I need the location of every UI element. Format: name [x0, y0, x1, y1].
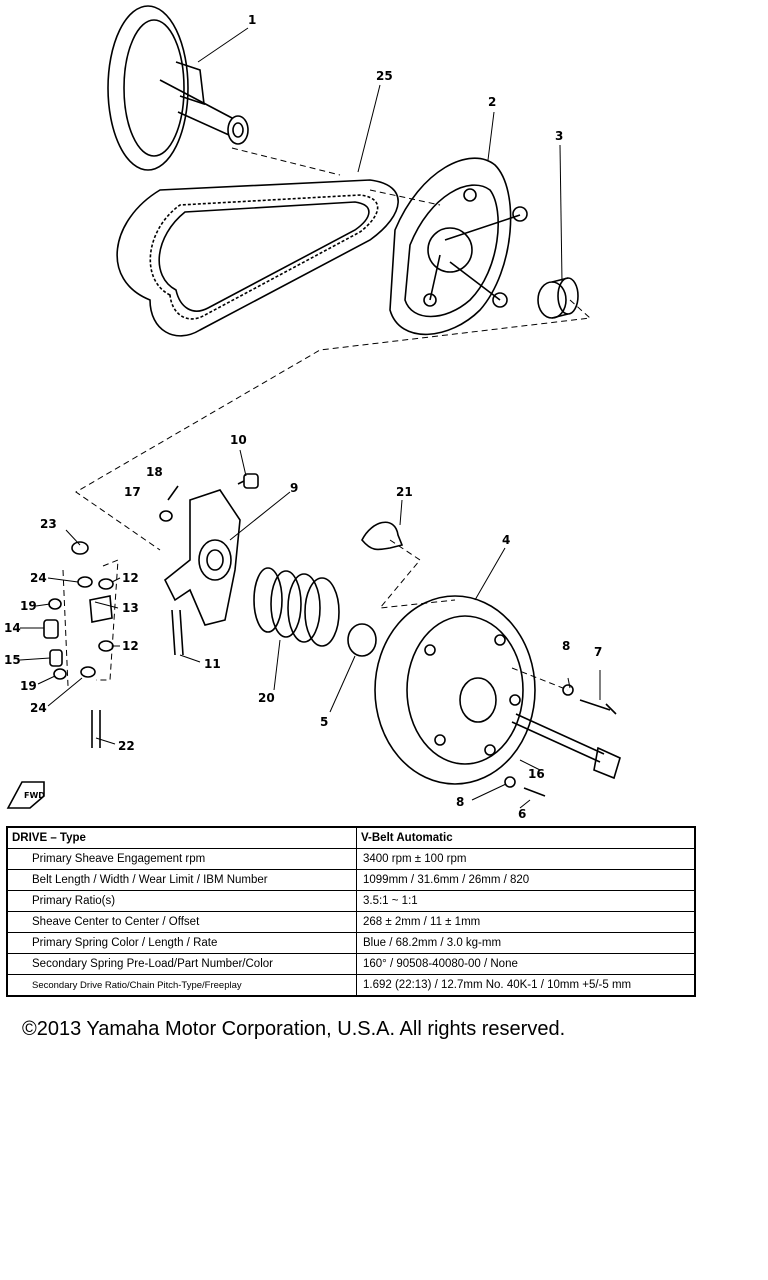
washer-8: [562, 684, 574, 696]
washer-8b: [504, 776, 516, 788]
spider-arm: [163, 489, 241, 626]
callout-1: 1: [248, 13, 256, 27]
callout-8b: 8: [456, 795, 464, 809]
callout-6: 6: [518, 807, 526, 820]
spec-label: Belt Length / Width / Wear Limit / IBM N…: [6, 869, 357, 891]
callout-22: 22: [118, 739, 135, 753]
callout-17: 17: [124, 485, 141, 499]
spec-label: DRIVE – Type: [6, 826, 357, 849]
table-row: Secondary Drive Ratio/Chain Pitch-Type/F…: [6, 974, 696, 997]
callout-3: 3: [555, 129, 563, 143]
table-row: Sheave Center to Center / Offset 268 ± 2…: [6, 911, 696, 933]
spec-label: Primary Ratio(s): [6, 890, 357, 912]
spec-value: 1099mm / 31.6mm / 26mm / 820: [356, 869, 696, 891]
callout-2: 2: [488, 95, 496, 109]
callout-5: 5: [320, 715, 328, 729]
fixed-sheave: [107, 5, 249, 171]
spec-value: 268 ± 2mm / 11 ± 1mm: [356, 911, 696, 933]
callout-12b: 12: [122, 639, 139, 653]
washer-17: [159, 510, 173, 522]
callout-11: 11: [204, 657, 221, 671]
spec-value: 160° / 90508-40080-00 / None: [356, 953, 696, 975]
callout-25: 25: [376, 69, 393, 83]
drive-belt: [116, 179, 399, 337]
movable-sheave: [374, 595, 536, 785]
cap-nut: [237, 473, 259, 489]
copyright-notice: ©2013 Yamaha Motor Corporation, U.S.A. A…: [22, 1018, 566, 1040]
bracket-21: [361, 521, 404, 551]
drive-specs-table: DRIVE – Type V-Belt Automatic Primary Sh…: [6, 826, 696, 997]
bolt-6: [523, 787, 546, 797]
center-bolt: [511, 713, 621, 780]
spec-label: Sheave Center to Center / Offset: [6, 911, 357, 933]
spec-value: 1.692 (22:13) / 12.7mm No. 40K-1 / 10mm …: [356, 974, 696, 997]
exploded-parts-diagram: FWD 1 25 2 3 10 18 9 17 21 23 4 12 24 19…: [4, 5, 621, 820]
bushing-5: [347, 623, 377, 657]
table-row: Primary Ratio(s) 3.5:1 ~ 1:1: [6, 890, 696, 912]
callout-18: 18: [146, 465, 163, 479]
callout-4: 4: [502, 533, 510, 547]
callout-19a: 19: [20, 599, 37, 613]
callout-20: 20: [258, 691, 275, 705]
table-row: Primary Sheave Engagement rpm 3400 rpm ±…: [6, 848, 696, 870]
callout-16: 16: [528, 767, 545, 781]
pin: [167, 485, 179, 501]
table-row: DRIVE – Type V-Belt Automatic: [6, 826, 696, 849]
callout-7: 7: [594, 645, 602, 659]
table-row: Primary Spring Color / Length / Rate Blu…: [6, 932, 696, 954]
callout-10: 10: [230, 433, 247, 447]
spec-label: Secondary Spring Pre-Load/Part Number/Co…: [6, 953, 357, 975]
svg-text:FWD: FWD: [24, 791, 45, 800]
spec-value: V-Belt Automatic: [356, 826, 696, 849]
table-row: Belt Length / Width / Wear Limit / IBM N…: [6, 869, 696, 891]
callout-23: 23: [40, 517, 57, 531]
spec-value: Blue / 68.2mm / 3.0 kg-mm: [356, 932, 696, 954]
primary-spring: [253, 567, 340, 647]
spec-label: Primary Sheave Engagement rpm: [6, 848, 357, 870]
spec-label: Primary Spring Color / Length / Rate: [6, 932, 357, 954]
spec-value: 3400 rpm ± 100 rpm: [356, 848, 696, 870]
callout-8a: 8: [562, 639, 570, 653]
callout-21: 21: [396, 485, 413, 499]
callout-19b: 19: [20, 679, 37, 693]
spec-value: 3.5:1 ~ 1:1: [356, 890, 696, 912]
weight-assembly: [43, 541, 184, 748]
callout-24b: 24: [30, 701, 47, 715]
bolt-7: [579, 699, 617, 715]
callout-9: 9: [290, 481, 298, 495]
callout-14: 14: [4, 621, 21, 635]
callout-12a: 12: [122, 571, 139, 585]
spec-label: Secondary Drive Ratio/Chain Pitch-Type/F…: [6, 974, 357, 997]
table-row: Secondary Spring Pre-Load/Part Number/Co…: [6, 953, 696, 975]
callout-15: 15: [4, 653, 21, 667]
bushing: [537, 277, 579, 319]
callout-13: 13: [122, 601, 139, 615]
callout-24a: 24: [30, 571, 47, 585]
fwd-arrow-icon: FWD: [6, 781, 45, 809]
sheave-cap: [389, 157, 528, 336]
